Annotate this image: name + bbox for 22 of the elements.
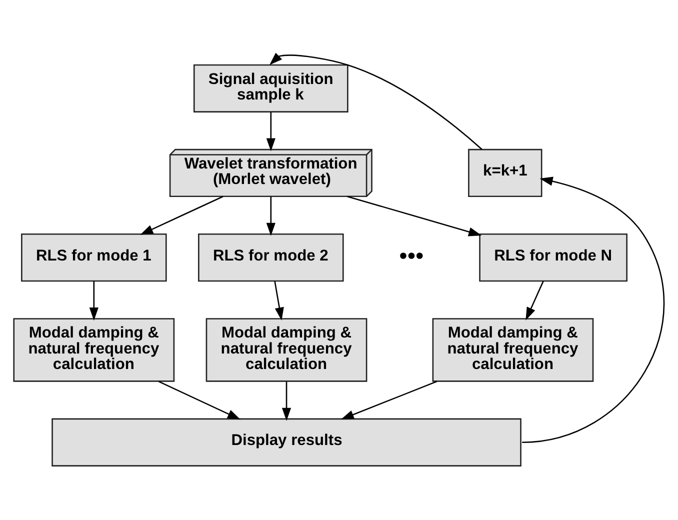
arrow: [522, 176, 665, 444]
node-box: RLS for mode 2: [198, 234, 344, 282]
arrow: [269, 52, 482, 150]
node-box: Modal damping & natural frequency calculation: [432, 318, 594, 382]
node-box: Modal damping & natural frequency calculation: [13, 318, 175, 382]
node-box: Modal damping & natural frequency calculation: [206, 318, 368, 382]
arrow: [526, 280, 544, 320]
arrow: [140, 196, 224, 235]
arrow: [282, 382, 292, 421]
label: •••: [399, 242, 424, 268]
node-box: RLS for mode 1: [21, 234, 167, 282]
node-box: Signal aquisition sample k: [193, 64, 348, 112]
node-box: RLS for mode N: [479, 234, 628, 282]
arrow: [89, 281, 98, 321]
node-box: k=k+1: [468, 148, 542, 198]
arrow: [158, 380, 241, 420]
arrow: [266, 196, 276, 236]
node-box: Display results: [52, 418, 522, 466]
arrow: [340, 380, 438, 420]
arrow: [274, 280, 284, 321]
arrow: [266, 112, 276, 152]
arrow: [347, 196, 482, 236]
